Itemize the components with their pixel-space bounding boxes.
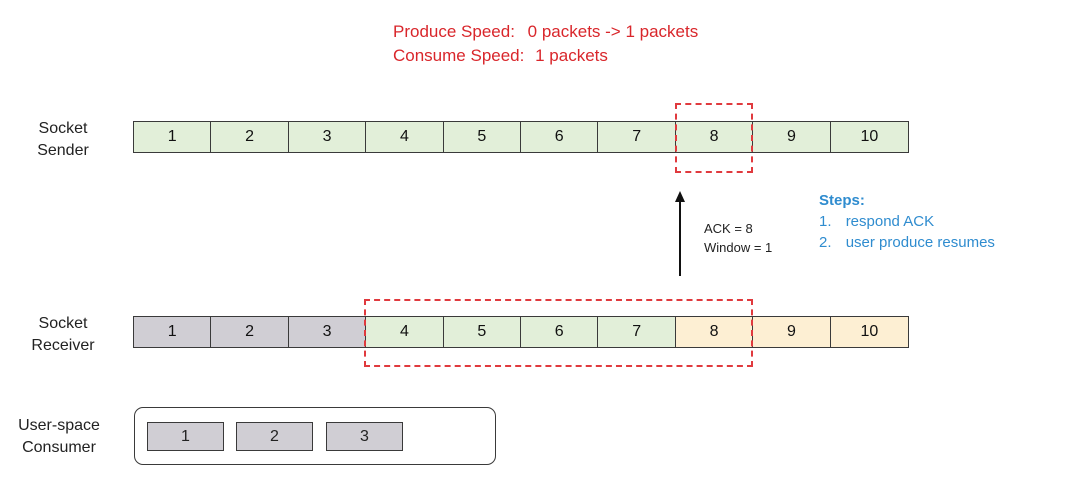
ack-info: ACK = 8 Window = 1 [704,219,772,257]
consumer-cell-2: 2 [236,422,313,451]
ack-value: ACK = 8 [704,221,753,236]
receiver-window-highlight [364,299,753,367]
produce-speed-label: Produce Speed: [393,22,515,41]
produce-speed-value: 0 packets -> 1 packets [527,22,699,41]
sender-label-line1: Socket [38,120,88,137]
receiver-cell-6: 6 [521,317,599,347]
consumer-cell-1: 1 [147,422,224,451]
receiver-label-line1: Socket [38,315,88,332]
steps-panel: Steps: 1. respond ACK 2. user produce re… [819,190,995,253]
receiver-cell-3: 3 [288,317,367,347]
receiver-cell-5: 5 [443,317,522,347]
sender-buffer: 1 2 3 4 5 6 7 8 9 10 [133,121,909,153]
sender-cell-8: 8 [675,122,754,152]
sender-window-highlight [675,103,753,173]
step-text: user produce resumes [845,234,995,251]
sender-cell-5: 5 [443,122,522,152]
sender-label: Socket Sender [8,118,118,162]
consume-speed-line: Consume Speed: 1 packets [393,44,698,68]
speed-header: Produce Speed: 0 packets -> 1 packets Co… [393,20,698,68]
consumer-label-line2: Consumer [22,439,96,456]
sender-label-line2: Sender [37,142,89,159]
consumer-label-line1: User-space [18,417,100,434]
step-text: respond ACK [845,213,935,230]
receiver-cell-7: 7 [598,317,676,347]
ack-arrow [675,191,685,276]
consumer-buffer: 1 2 3 [134,407,496,465]
step-item: 2. user produce resumes [819,232,995,253]
sender-cell-9: 9 [753,122,831,152]
sender-cell-1: 1 [134,122,212,152]
sender-cell-10: 10 [830,122,909,152]
sender-cell-4: 4 [366,122,444,152]
consume-speed-label: Consume Speed: [393,46,525,65]
window-value: Window = 1 [704,240,773,255]
consume-speed-value: 1 packets [535,46,608,65]
receiver-cell-4: 4 [366,317,444,347]
receiver-label: Socket Receiver [8,313,118,357]
sender-cell-7: 7 [598,122,676,152]
step-item: 1. respond ACK [819,211,995,232]
produce-speed-line: Produce Speed: 0 packets -> 1 packets [393,20,698,44]
receiver-buffer: 1 2 3 4 5 6 7 8 9 10 [133,316,909,348]
steps-title: Steps: [819,192,865,209]
receiver-cell-1: 1 [134,317,212,347]
step-number: 2. [819,234,832,251]
sender-cell-3: 3 [288,122,367,152]
step-number: 1. [819,213,832,230]
receiver-cell-10: 10 [830,317,909,347]
receiver-label-line2: Receiver [31,337,95,354]
sender-cell-2: 2 [211,122,289,152]
consumer-cell-3: 3 [326,422,403,451]
receiver-cell-9: 9 [753,317,831,347]
receiver-cell-2: 2 [211,317,289,347]
sender-cell-6: 6 [521,122,599,152]
consumer-label: User-space Consumer [4,415,114,459]
